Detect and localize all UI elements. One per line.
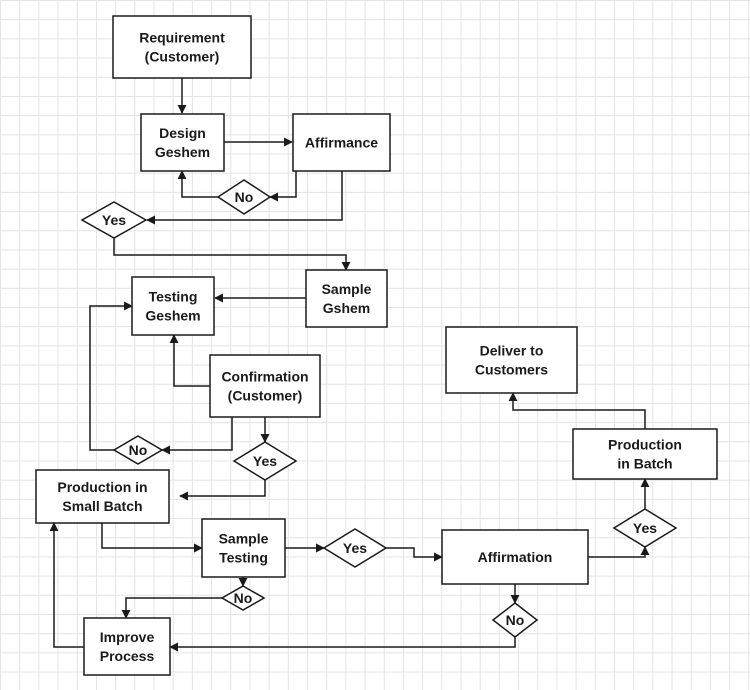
decision-d-yes-1-diamond [80, 201, 148, 239]
node-deliver-to-customers-box [445, 326, 578, 394]
decision-d-yes-2: Yes [232, 441, 298, 481]
node-improve-process-label: Improve [100, 629, 155, 645]
edge-improve-process-to-production-small [49, 522, 84, 648]
decision-d-yes-3-diamond [322, 528, 388, 568]
node-confirmation: Confirmation (Customer) [209, 354, 321, 418]
node-production-in-batch-label: in Batch [617, 456, 672, 472]
node-production-small-batch-label: Small Batch [62, 498, 142, 514]
node-testing-geshem-label: Testing [149, 289, 198, 305]
decision-d-no-3-diamond [220, 585, 266, 611]
node-confirmation-box [209, 354, 321, 418]
decision-d-yes-4: Yes [612, 508, 678, 548]
node-requirement-box [112, 15, 252, 79]
edge-yes-to-affirmation [386, 547, 443, 562]
node-production-small-batch-box [35, 469, 170, 524]
node-deliver-to-customers: Deliver to Customers [445, 326, 578, 394]
decision-d-no-2-label: No [129, 442, 148, 458]
decision-d-no-3-label: No [234, 590, 253, 606]
node-production-small-batch-label: Production in [57, 479, 147, 495]
decision-d-yes-1: Yes [80, 201, 148, 239]
edge-production-small-to-sample-testing [101, 523, 203, 553]
node-sample-gshem-label: Sample [322, 281, 372, 297]
decision-d-no-2: No [112, 435, 164, 465]
decision-d-yes-4-diamond [612, 508, 678, 548]
node-sample-testing-label: Sample [219, 531, 269, 547]
edge-affirmance-to-no [269, 171, 297, 202]
edge-affirmance-to-yes [146, 171, 343, 225]
edge-no-to-improve-process-2 [169, 637, 516, 652]
node-production-small-batch: Production in Small Batch [35, 469, 170, 524]
node-testing-geshem-label: Geshem [145, 308, 200, 324]
node-affirmation: Affirmation [441, 529, 589, 585]
node-requirement-label: Requirement [139, 30, 225, 46]
decision-d-no-3: No [220, 585, 266, 611]
decision-d-no-4-label: No [506, 612, 525, 628]
node-design-geshem-label: Design [159, 125, 206, 141]
node-sample-testing-label: Testing [219, 550, 268, 566]
node-affirmance-label: Affirmance [305, 135, 378, 151]
node-confirmation-label: (Customer) [228, 388, 303, 404]
edge-no-to-improve-process [121, 597, 222, 619]
node-affirmance-box [292, 113, 391, 172]
node-sample-gshem-label: Gshem [323, 300, 370, 316]
node-design-geshem-box [140, 113, 225, 172]
node-improve-process-label: Process [100, 648, 155, 664]
node-improve-process-box [83, 617, 171, 676]
node-affirmance: Affirmance [292, 113, 391, 172]
decision-d-yes-3-label: Yes [343, 540, 367, 556]
node-requirement-label: (Customer) [145, 49, 220, 65]
decision-d-yes-2-label: Yes [253, 453, 277, 469]
edges-layer [49, 78, 650, 652]
decision-d-yes-1-label: Yes [102, 212, 126, 228]
process-nodes-layer: Requirement(Customer)DesignGeshemAffirma… [35, 15, 718, 676]
edge-affirmation-to-yes [588, 546, 650, 558]
node-affirmation-label: Affirmation [478, 549, 553, 565]
decision-d-no-1: No [216, 179, 272, 215]
node-deliver-to-customers-label: Deliver to [480, 343, 544, 359]
node-deliver-to-customers-label: Customers [475, 362, 548, 378]
edge-no-to-design [177, 170, 218, 198]
node-confirmation-label: Confirmation [221, 369, 308, 385]
decision-d-no-2-diamond [112, 435, 164, 465]
edge-production-batch-to-deliver [508, 392, 646, 429]
decision-d-yes-4-label: Yes [633, 520, 657, 536]
node-affirmation-box [441, 529, 589, 585]
edge-confirmation-to-testing [169, 334, 210, 387]
node-production-in-batch-label: Production [608, 437, 682, 453]
decision-d-no-1-label: No [235, 189, 254, 205]
node-sample-testing-box [201, 518, 286, 578]
decision-d-yes-2-diamond [232, 441, 298, 481]
edge-no-to-testing [89, 301, 133, 451]
node-testing-geshem-box [131, 276, 215, 336]
decision-d-no-4: No [491, 602, 539, 638]
decision-d-no-1-diamond [216, 179, 272, 215]
node-production-in-batch: Production in Batch [572, 428, 718, 480]
node-requirement: Requirement (Customer) [112, 15, 252, 79]
node-design-geshem-label: Geshem [155, 144, 210, 160]
node-production-in-batch-box [572, 428, 718, 480]
edge-yes-to-production-small [179, 480, 266, 501]
edge-confirmation-to-no [161, 417, 233, 455]
node-sample-gshem-box [305, 269, 388, 328]
decision-d-yes-3: Yes [322, 528, 388, 568]
edge-yes-to-sample-gshem [113, 238, 351, 271]
decision-d-no-4-diamond [491, 602, 539, 638]
